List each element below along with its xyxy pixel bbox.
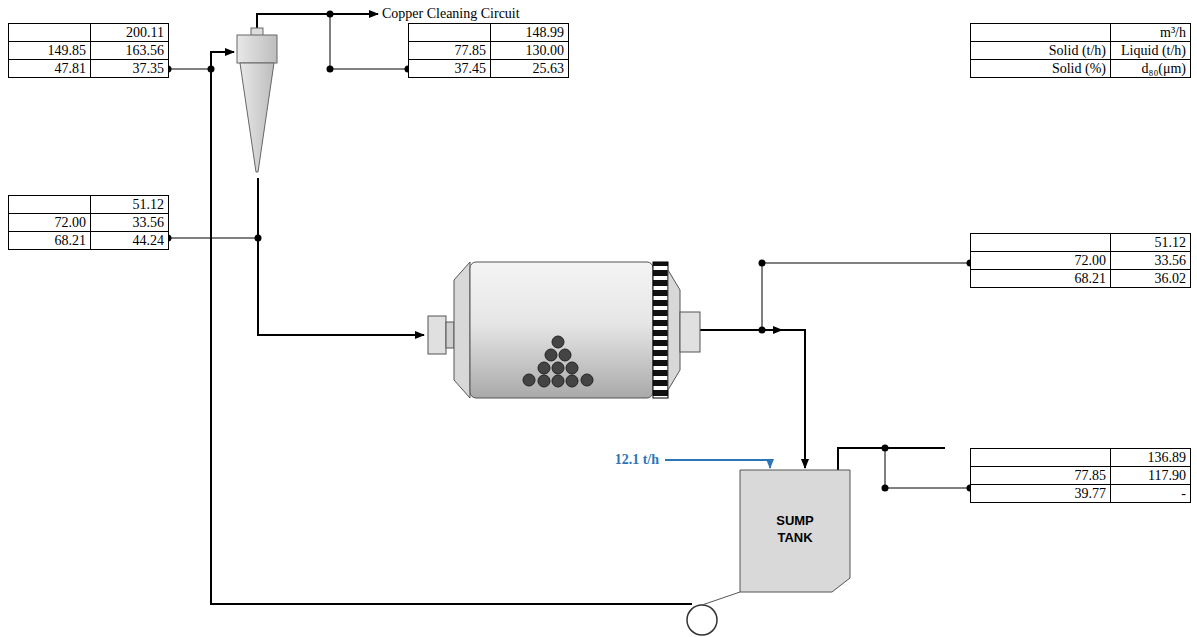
- table-value: 200.11: [126, 25, 164, 40]
- table-value: 68.21: [1075, 271, 1107, 286]
- table-value: 163.56: [126, 43, 165, 58]
- stream-data-table: 148.99 77.85 130.00 37.45 25.63: [408, 23, 569, 78]
- table-value: 51.12: [133, 197, 165, 212]
- table-value: 117.90: [1148, 468, 1186, 483]
- table-value: 130.00: [526, 43, 565, 58]
- table-value: 25.63: [533, 61, 565, 76]
- table-value: 33.56: [1155, 253, 1187, 268]
- stream-data-table: 51.12 72.00 33.56 68.21 44.24: [8, 195, 169, 250]
- sump-tank: SUMP TANK: [744, 474, 846, 584]
- table-value: 33.56: [133, 215, 165, 230]
- table-value: 44.24: [133, 233, 165, 248]
- table-value: 37.45: [455, 61, 487, 76]
- table-value: 77.85: [1075, 468, 1107, 483]
- table-value: 72.00: [1075, 253, 1107, 268]
- table-value: 149.85: [48, 43, 87, 58]
- water-addition-label: 12.1 t/h: [615, 452, 659, 468]
- stream-data-table: m³/hSolid (t/h) Liquid (t/h) Solid (%) d₈₀(…: [970, 23, 1191, 78]
- table-value: d₈₀(μm): [1142, 61, 1186, 76]
- stream-destination: Copper Cleaning Circuit: [382, 6, 520, 22]
- table-value: 77.85: [455, 43, 487, 58]
- table-value: 39.77: [1075, 486, 1107, 501]
- table-value: 37.35: [133, 61, 165, 76]
- stream-data-table: 51.12 72.00 33.56 68.21 36.02: [970, 233, 1191, 288]
- table-value: 47.81: [55, 61, 87, 76]
- table-value: Solid (%): [1052, 61, 1106, 76]
- stream-data-table: 200.11 149.85 163.56 47.81 37.35: [8, 23, 169, 78]
- stream-data-table: 136.89 77.85 117.90 39.77 -: [970, 448, 1191, 503]
- table-value: Liquid (t/h): [1121, 43, 1186, 58]
- table-value: -: [1181, 486, 1186, 501]
- table-value: 72.00: [55, 215, 87, 230]
- table-value: 68.21: [55, 233, 87, 248]
- table-value: 136.89: [1148, 450, 1187, 465]
- table-value: Solid (t/h): [1049, 43, 1106, 58]
- table-value: 36.02: [1155, 271, 1187, 286]
- table-value: 51.12: [1155, 235, 1187, 250]
- tank-label: SUMP TANK: [765, 512, 825, 546]
- table-value: m³/h: [1160, 25, 1186, 40]
- table-value: 148.99: [526, 25, 565, 40]
